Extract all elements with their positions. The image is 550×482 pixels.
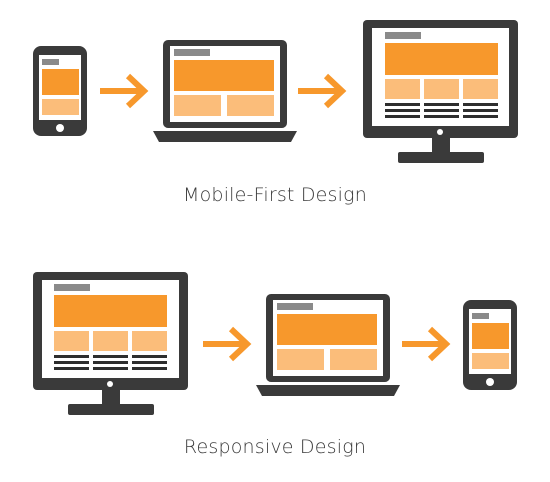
desktop-monitor-icon <box>33 272 188 415</box>
arrow-right-icon <box>298 73 347 109</box>
arrow-right-icon <box>402 326 451 362</box>
laptop-icon <box>256 294 400 396</box>
laptop-icon <box>153 40 297 142</box>
mobile-first-caption: Mobile-First Design <box>183 184 367 206</box>
responsive-row <box>33 272 517 415</box>
mobile-first-row <box>33 20 518 163</box>
phone-icon <box>33 46 87 136</box>
responsive-caption: Responsive Design <box>183 436 367 458</box>
desktop-monitor-icon <box>363 20 518 163</box>
arrow-right-icon <box>100 73 149 109</box>
arrow-right-icon <box>203 326 252 362</box>
phone-icon <box>463 300 517 390</box>
